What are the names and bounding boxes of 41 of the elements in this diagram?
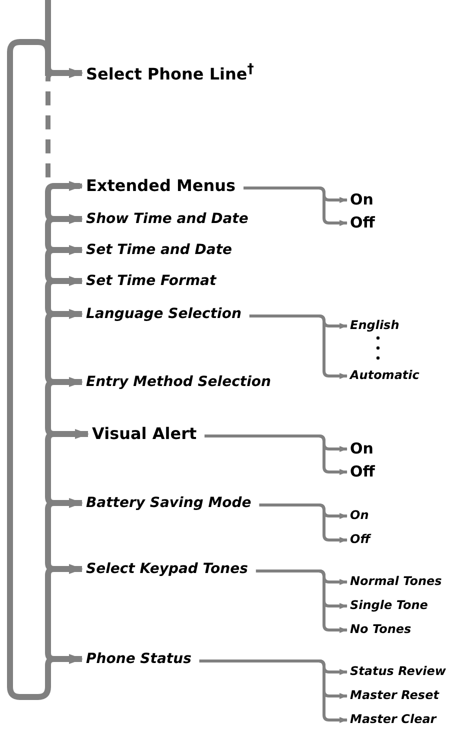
option-label: Status Review (350, 665, 446, 679)
menu-item-label: Battery Saving Mode (86, 494, 252, 512)
menu-item-label: Language Selection (86, 306, 242, 322)
menu-item-label: Phone Status (86, 650, 192, 668)
option-label: Single Tone (350, 599, 428, 613)
bracket-arrow (249, 314, 348, 379)
arrow (45, 566, 83, 664)
option-label: On (350, 440, 374, 458)
arrow (45, 431, 86, 508)
option-label: Master Clear (350, 713, 436, 727)
menu-item-label: Select Keypad Tones (86, 560, 248, 578)
arrow (45, 278, 83, 319)
arrow (45, 183, 83, 224)
option-label: On (350, 191, 374, 209)
option-label: Automatic (350, 369, 420, 383)
bracket-arrow (256, 570, 348, 633)
menu-item-label: Extended Menus (86, 176, 236, 196)
menu-item-label: Show Time and Date (86, 210, 248, 228)
arrow (45, 311, 83, 387)
bracket-arrow (199, 660, 348, 723)
arrow (45, 247, 83, 286)
arrow (45, 379, 89, 439)
option-label: No Tones (350, 623, 412, 637)
option-label: Off (350, 533, 370, 547)
option-label: Off (350, 463, 375, 481)
bracket-arrow (244, 186, 348, 226)
option-label: On (350, 509, 369, 523)
option-label: English (350, 319, 400, 333)
option-label: Off (350, 214, 375, 232)
menu-item-label: Select Phone Line$^{†}$ (86, 62, 254, 84)
option-label: Master Reset (350, 689, 439, 703)
menu-item-label: Visual Alert (92, 424, 197, 444)
arrow (45, 216, 83, 255)
arrow (45, 500, 83, 574)
menu-item-label: Set Time and Date (86, 242, 232, 258)
loop-arrow (7, 39, 83, 700)
bracket-arrow (259, 504, 348, 543)
menu-item-label: Entry Method Selection (86, 374, 271, 390)
menu-item-label: Set Time Format (86, 272, 216, 290)
bracket-arrow (204, 434, 348, 475)
option-label: Normal Tones (350, 575, 442, 589)
